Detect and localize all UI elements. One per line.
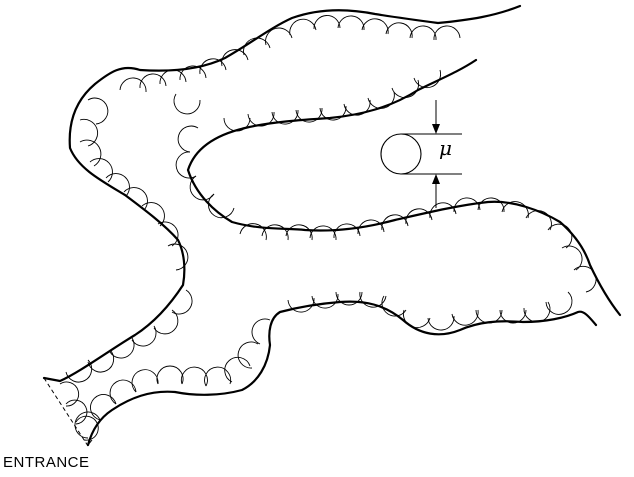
dimension-arrow-top-head: [432, 124, 440, 134]
pore-upper-inner-wall: [186, 58, 622, 317]
entrance-label: ENTRANCE: [3, 454, 90, 471]
mu-label: μ: [439, 136, 452, 160]
dimension-arrow-bottom-head: [432, 174, 440, 184]
pore-lower-wall: [86, 300, 598, 447]
pore-outer-wall: [42, 4, 522, 383]
molecule-size-circle: [380, 133, 422, 175]
molecule-arcs: [59, 15, 597, 441]
entrance-tail: [87, 439, 93, 446]
